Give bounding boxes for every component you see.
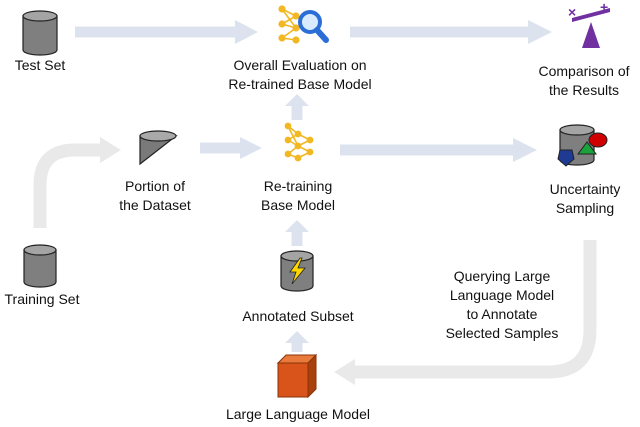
- annotated-subset-label: Annotated Subset: [242, 308, 354, 324]
- database-lightning-icon: [280, 250, 314, 292]
- neural-network-icon: [284, 122, 314, 162]
- retraining-label: Re-training Base Model: [261, 178, 335, 213]
- balance-scale-icon: × +: [568, 0, 610, 48]
- arrow-trainingset-to-portion: [33, 137, 121, 228]
- arrows: [33, 20, 597, 385]
- arrow-retraining-to-evaluation: [285, 94, 309, 120]
- arrow-evaluation-to-comparison: [350, 20, 552, 44]
- arrow-testset-to-evaluation: [75, 20, 258, 44]
- database-icon: [23, 244, 57, 288]
- cone-slice-icon: [139, 130, 178, 166]
- arrow-llm-to-annotated: [285, 331, 309, 352]
- database-icon: [22, 10, 58, 56]
- svg-text:+: +: [600, 0, 608, 15]
- network-magnifier-icon: [278, 5, 329, 44]
- training-set-label: Training Set: [4, 291, 80, 307]
- uncertainty-label: Uncertainty Sampling: [549, 181, 621, 216]
- arrow-portion-to-retraining: [200, 137, 262, 159]
- test-set-label: Test Set: [14, 57, 66, 73]
- comparison-label: Comparison of the Results: [538, 63, 630, 98]
- llm-label: Large Language Model: [225, 406, 370, 422]
- cube-icon: [276, 353, 318, 399]
- querying-llm-label: Querying Large Language Model to Annotat…: [445, 268, 559, 341]
- database-shapes-icon: [557, 124, 608, 167]
- portion-label: Portion of the Dataset: [119, 178, 191, 213]
- overall-evaluation-label: Overall Evaluation on Re-trained Base Mo…: [228, 57, 372, 92]
- svg-text:×: ×: [568, 4, 576, 20]
- arrow-annotated-to-retraining: [285, 220, 309, 246]
- arrow-retraining-to-uncertainty: [340, 138, 537, 162]
- arrow-uncertainty-to-llm: [334, 240, 597, 385]
